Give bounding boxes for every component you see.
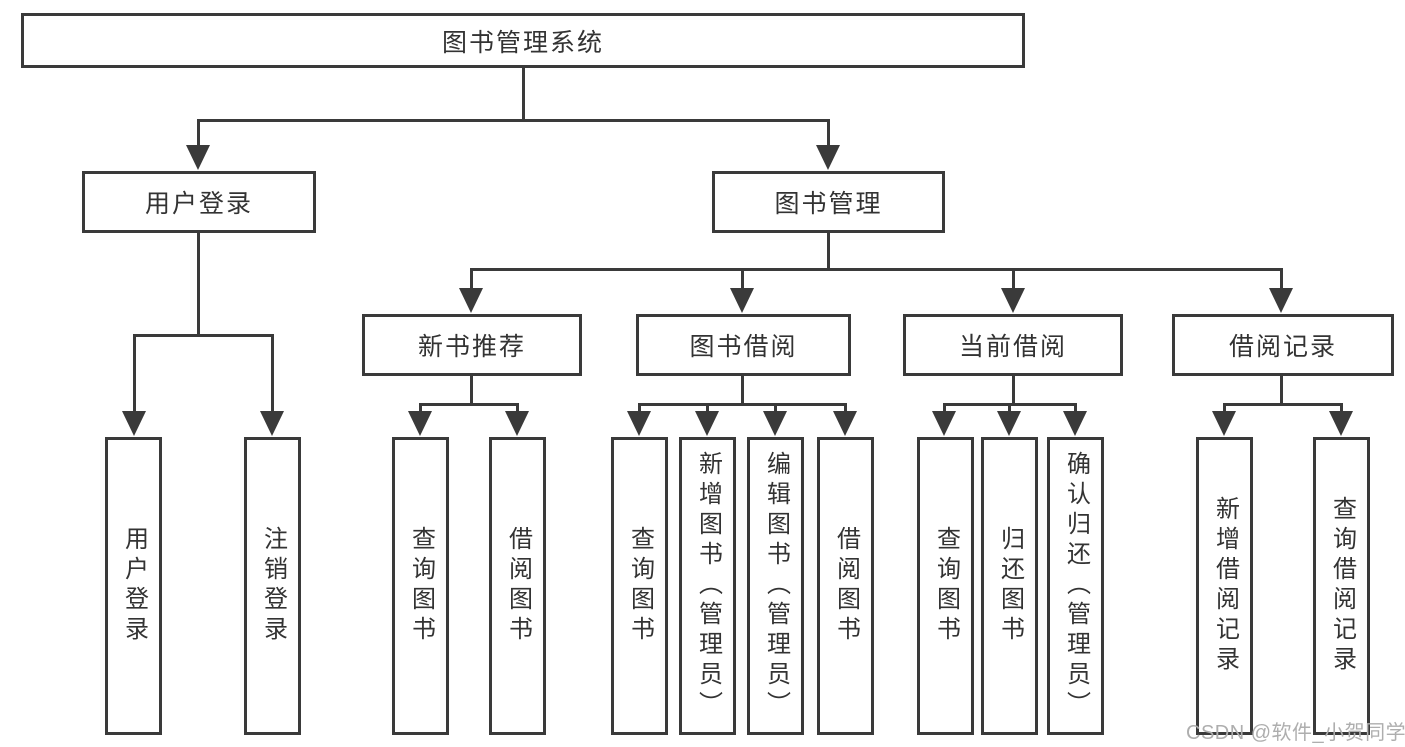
connector-drop xyxy=(943,404,946,416)
arrow-down-icon xyxy=(122,411,146,436)
connector-drop-new-book-recommend xyxy=(470,269,473,291)
connector-current-borrow-stem xyxy=(1012,376,1015,406)
connector-drop xyxy=(1074,404,1077,416)
arrow-down-icon xyxy=(459,288,483,313)
arrow-down-icon xyxy=(816,145,840,170)
leaf-recommend-borrow-books: 借阅图书 xyxy=(489,437,546,735)
connector-drop-leaf-user-login xyxy=(133,335,136,414)
connector-user-login-bus xyxy=(133,334,274,337)
arrow-down-icon xyxy=(763,411,787,436)
node-book-borrow: 图书借阅 xyxy=(636,314,851,376)
arrow-down-icon xyxy=(186,145,210,170)
leaf-label: 借阅图书 xyxy=(504,526,532,646)
leaf-user-login: 用户登录 xyxy=(105,437,162,735)
connector-book-borrow-stem xyxy=(741,376,744,406)
leaf-label: 注销登录 xyxy=(259,526,287,646)
connector-drop xyxy=(419,404,422,416)
arrow-down-icon xyxy=(932,411,956,436)
leaf-current-confirm-return-admin: 确认归还（管理员） xyxy=(1047,437,1104,735)
leaf-records-add-borrow-record: 新增借阅记录 xyxy=(1196,437,1253,735)
connector-borrow-records-stem xyxy=(1280,376,1283,406)
leaf-label: 新增借阅记录 xyxy=(1211,496,1239,676)
connector-drop xyxy=(1223,404,1226,416)
arrow-down-icon xyxy=(505,411,529,436)
connector-drop xyxy=(706,404,709,416)
connector-drop-leaf-logout xyxy=(271,335,274,414)
arrow-down-icon xyxy=(1212,411,1236,436)
leaf-records-query-borrow-record: 查询借阅记录 xyxy=(1313,437,1370,735)
connector-new-book-recommend-bus xyxy=(419,403,519,406)
arrow-down-icon xyxy=(627,411,651,436)
connector-drop-user-login xyxy=(197,120,200,148)
arrow-down-icon xyxy=(408,411,432,436)
leaf-borrow-add-books-admin: 新增图书（管理员） xyxy=(679,437,736,735)
connector-root-stem xyxy=(522,68,525,120)
arrow-down-icon xyxy=(1269,288,1293,313)
arrow-down-icon xyxy=(997,411,1021,436)
connector-level3-bus xyxy=(470,268,1283,271)
node-new-book-recommend: 新书推荐 xyxy=(362,314,582,376)
connector-user-login-stem xyxy=(197,233,200,337)
connector-borrow-records-bus xyxy=(1223,403,1343,406)
leaf-label: 查询图书 xyxy=(626,526,654,646)
leaf-recommend-query-books: 查询图书 xyxy=(392,437,449,735)
arrow-down-icon xyxy=(260,411,284,436)
leaf-label: 归还图书 xyxy=(996,526,1024,646)
connector-drop xyxy=(844,404,847,416)
node-current-borrow: 当前借阅 xyxy=(903,314,1123,376)
node-user-login: 用户登录 xyxy=(82,171,316,233)
connector-drop xyxy=(1340,404,1343,416)
node-borrow-records: 借阅记录 xyxy=(1172,314,1394,376)
leaf-current-query-books: 查询图书 xyxy=(917,437,974,735)
connector-drop xyxy=(638,404,641,416)
leaf-borrow-query-books: 查询图书 xyxy=(611,437,668,735)
leaf-borrow-borrow-books: 借阅图书 xyxy=(817,437,874,735)
leaf-logout: 注销登录 xyxy=(244,437,301,735)
arrow-down-icon xyxy=(833,411,857,436)
connector-drop-book-management xyxy=(827,120,830,148)
arrow-down-icon xyxy=(1063,411,1087,436)
connector-drop-current-borrow xyxy=(1012,269,1015,291)
connector-drop-book-borrow xyxy=(741,269,744,291)
leaf-label: 确认归还（管理员） xyxy=(1062,451,1090,721)
leaf-label: 借阅图书 xyxy=(832,526,860,646)
arrow-down-icon xyxy=(730,288,754,313)
leaf-label: 用户登录 xyxy=(120,526,148,646)
csdn-watermark: CSDN @软件_小贺同学 xyxy=(1186,722,1405,744)
connector-book-management-stem xyxy=(827,233,830,271)
connector-book-borrow-bus xyxy=(638,403,847,406)
arrow-down-icon xyxy=(1329,411,1353,436)
node-book-management: 图书管理 xyxy=(712,171,945,233)
connector-drop-borrow-records xyxy=(1280,269,1283,291)
leaf-label: 查询图书 xyxy=(407,526,435,646)
leaf-borrow-edit-books-admin: 编辑图书（管理员） xyxy=(747,437,804,735)
leaf-label: 查询图书 xyxy=(932,526,960,646)
connector-drop xyxy=(516,404,519,416)
connector-level2-bus xyxy=(197,119,830,122)
leaf-current-return-books: 归还图书 xyxy=(981,437,1038,735)
leaf-label: 编辑图书（管理员） xyxy=(762,451,790,721)
connector-drop xyxy=(1008,404,1011,416)
arrow-down-icon xyxy=(695,411,719,436)
node-root: 图书管理系统 xyxy=(21,13,1025,68)
connector-new-book-recommend-stem xyxy=(470,376,473,406)
leaf-label: 查询借阅记录 xyxy=(1328,496,1356,676)
connector-drop xyxy=(774,404,777,416)
leaf-label: 新增图书（管理员） xyxy=(694,451,722,721)
arrow-down-icon xyxy=(1001,288,1025,313)
